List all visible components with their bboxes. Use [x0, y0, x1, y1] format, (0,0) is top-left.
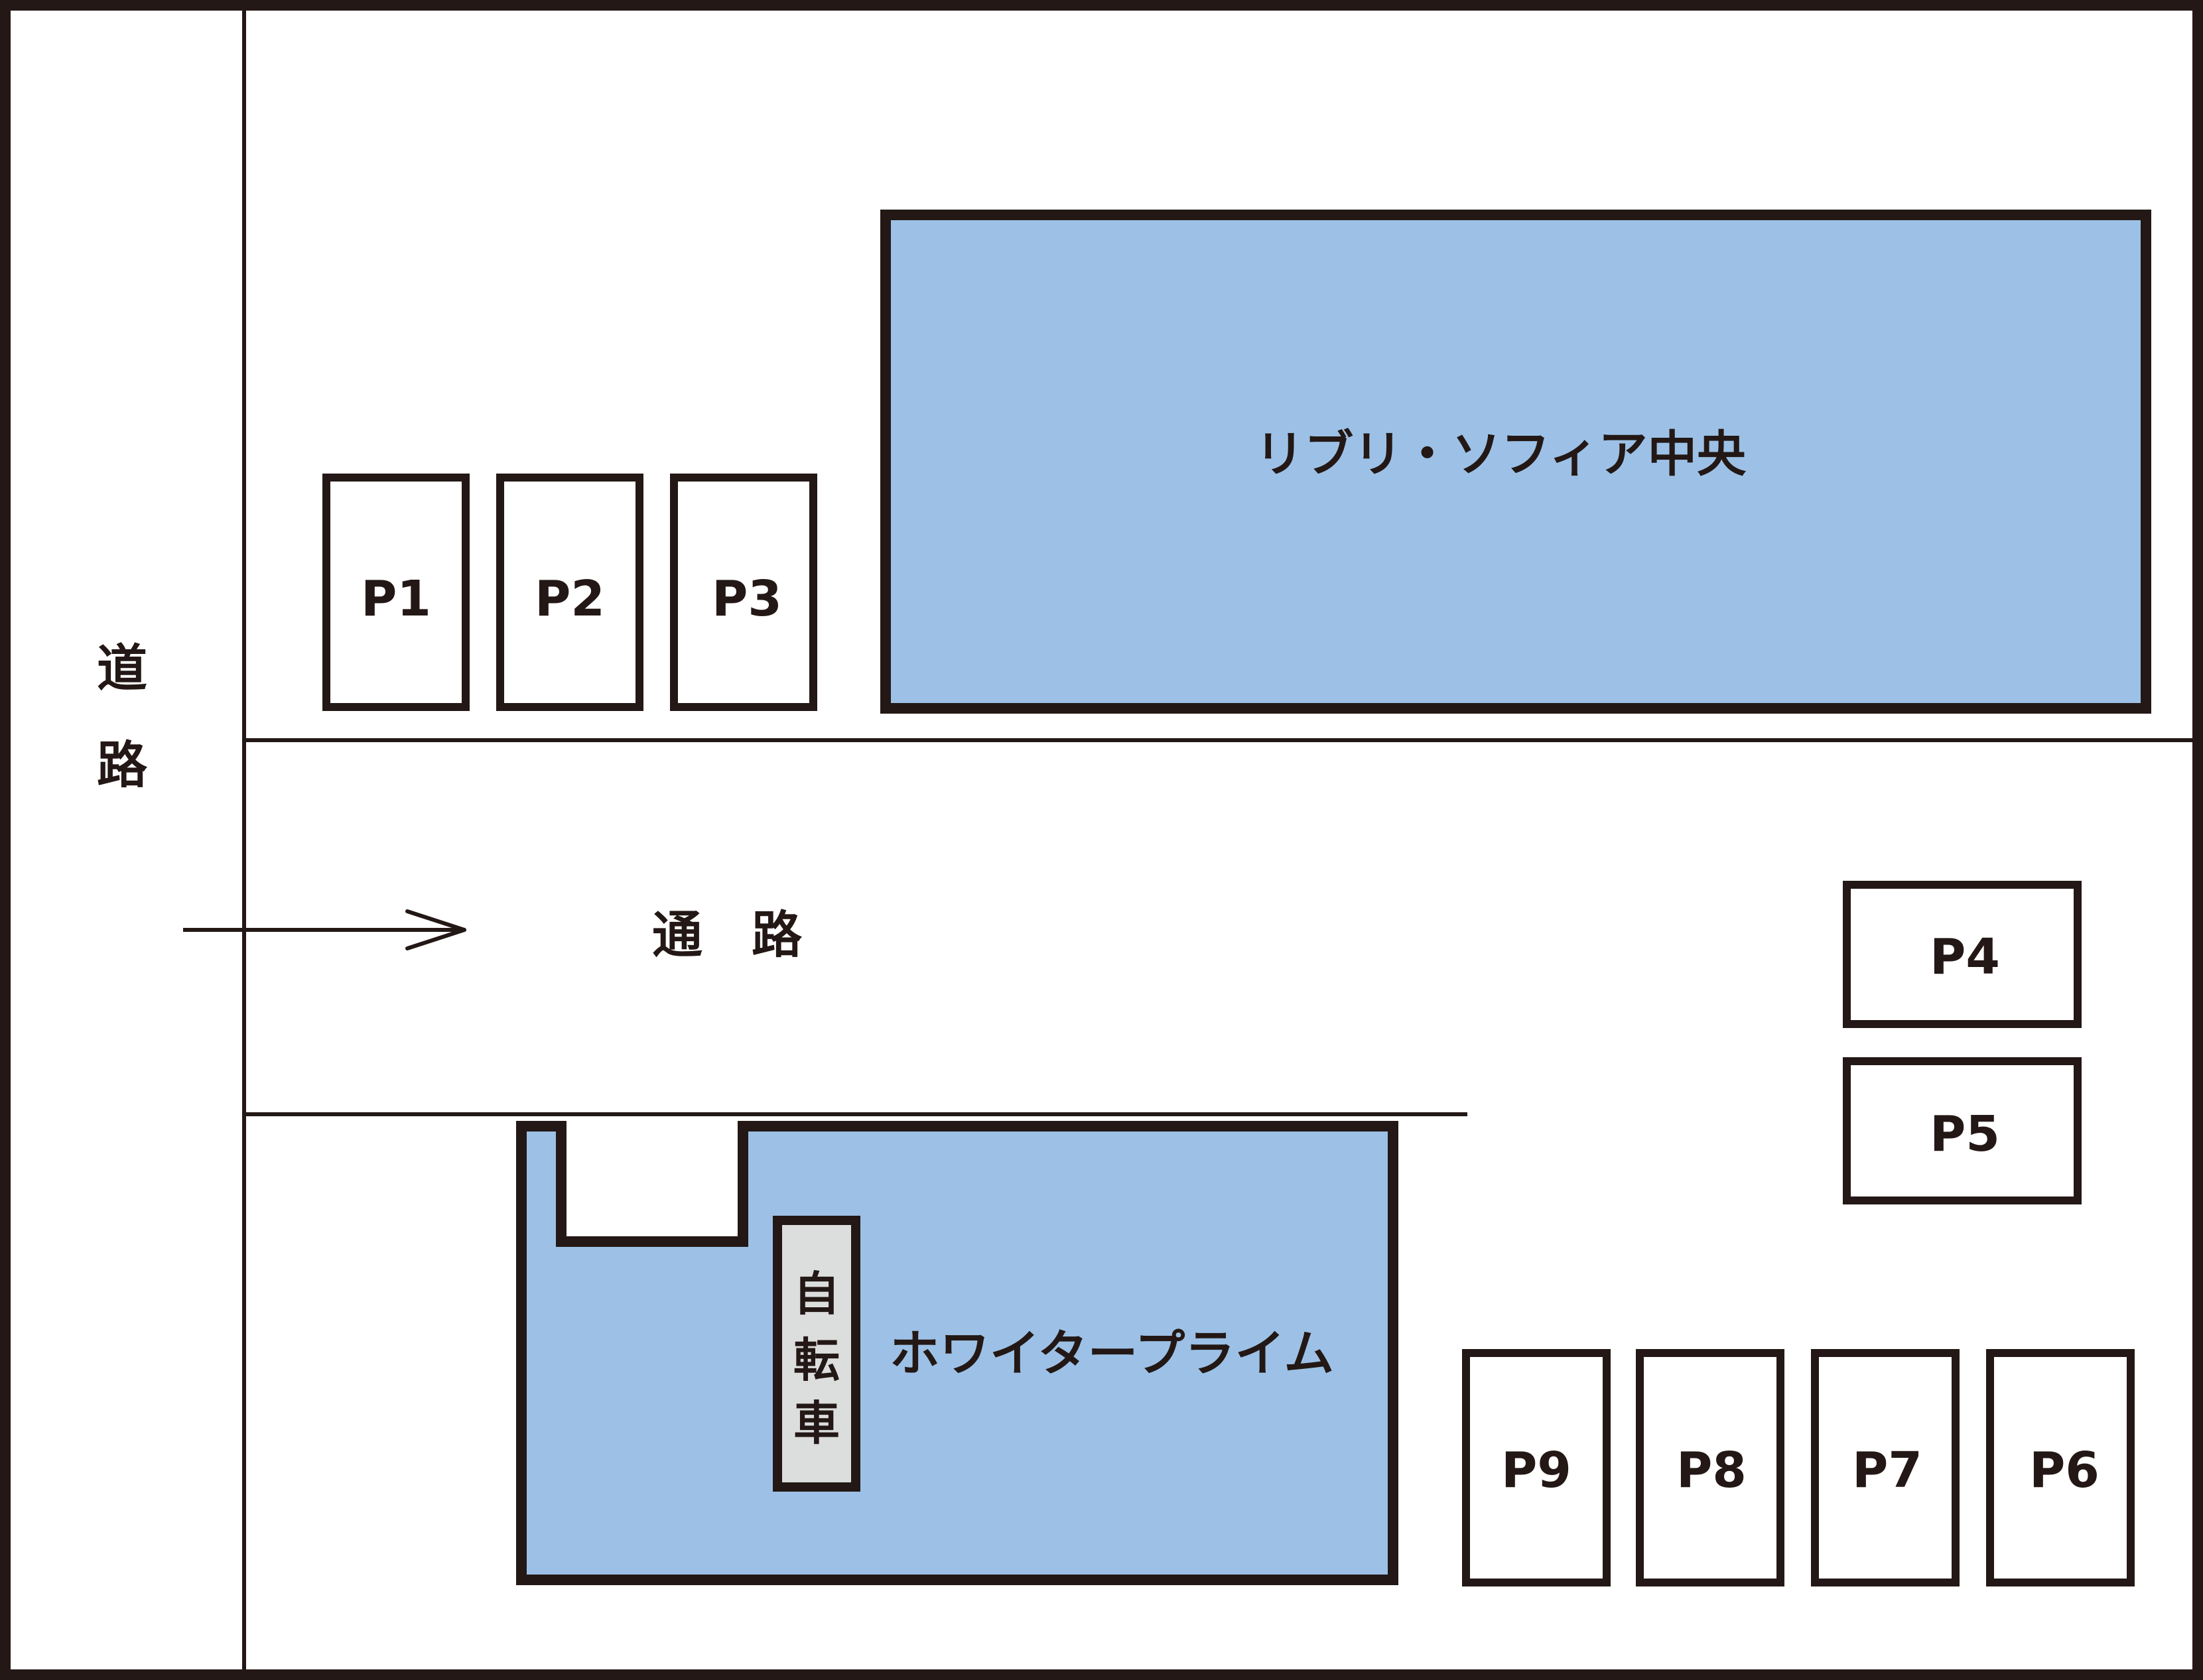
- building-south: [516, 1121, 1398, 1585]
- bicycle-parking-area: [773, 1216, 860, 1492]
- parking-slot-p2-label: P2: [535, 570, 605, 627]
- arrow-right-icon: [183, 909, 466, 950]
- parking-slot-p5-label: P5: [1930, 1106, 2000, 1163]
- parking-slot-p1-label: P1: [361, 570, 431, 627]
- parking-slot-p8: P8: [1636, 1349, 1784, 1586]
- parking-slot-p1: P1: [322, 474, 470, 711]
- parking-slot-p9: P9: [1462, 1349, 1611, 1586]
- bicycle-label-char-2: 転: [793, 1333, 840, 1388]
- parking-slot-p8-label: P8: [1676, 1442, 1747, 1499]
- road-label-char-2: 路: [97, 736, 148, 795]
- parking-slot-p4-label: P4: [1930, 929, 2000, 986]
- parking-slot-p7-label: P7: [1852, 1442, 1922, 1499]
- parking-slot-p4: P4: [1843, 881, 2082, 1028]
- road-label-char-1: 道: [97, 639, 147, 698]
- parking-slot-p3: P3: [670, 474, 817, 711]
- building-south-label: ホワイタープライム: [890, 1325, 1334, 1382]
- passage-label: 通 路: [652, 905, 803, 964]
- building-north-label: リブリ・ソフィア中央: [1255, 426, 1747, 483]
- parking-slot-p6-label: P6: [2029, 1442, 2100, 1499]
- parking-slot-p5: P5: [1843, 1057, 2082, 1204]
- bicycle-parking: 自 転 車: [773, 1216, 860, 1492]
- parking-slot-p7: P7: [1811, 1349, 1960, 1586]
- bicycle-label-char-1: 自: [793, 1267, 840, 1321]
- building-north: [880, 210, 2151, 714]
- parking-slot-p6: P6: [1986, 1349, 2135, 1586]
- parking-slot-p9-label: P9: [1501, 1442, 1571, 1499]
- parking-slot-p3-label: P3: [712, 570, 782, 627]
- bicycle-label-char-3: 車: [793, 1396, 840, 1451]
- parking-slot-p2: P2: [496, 474, 643, 711]
